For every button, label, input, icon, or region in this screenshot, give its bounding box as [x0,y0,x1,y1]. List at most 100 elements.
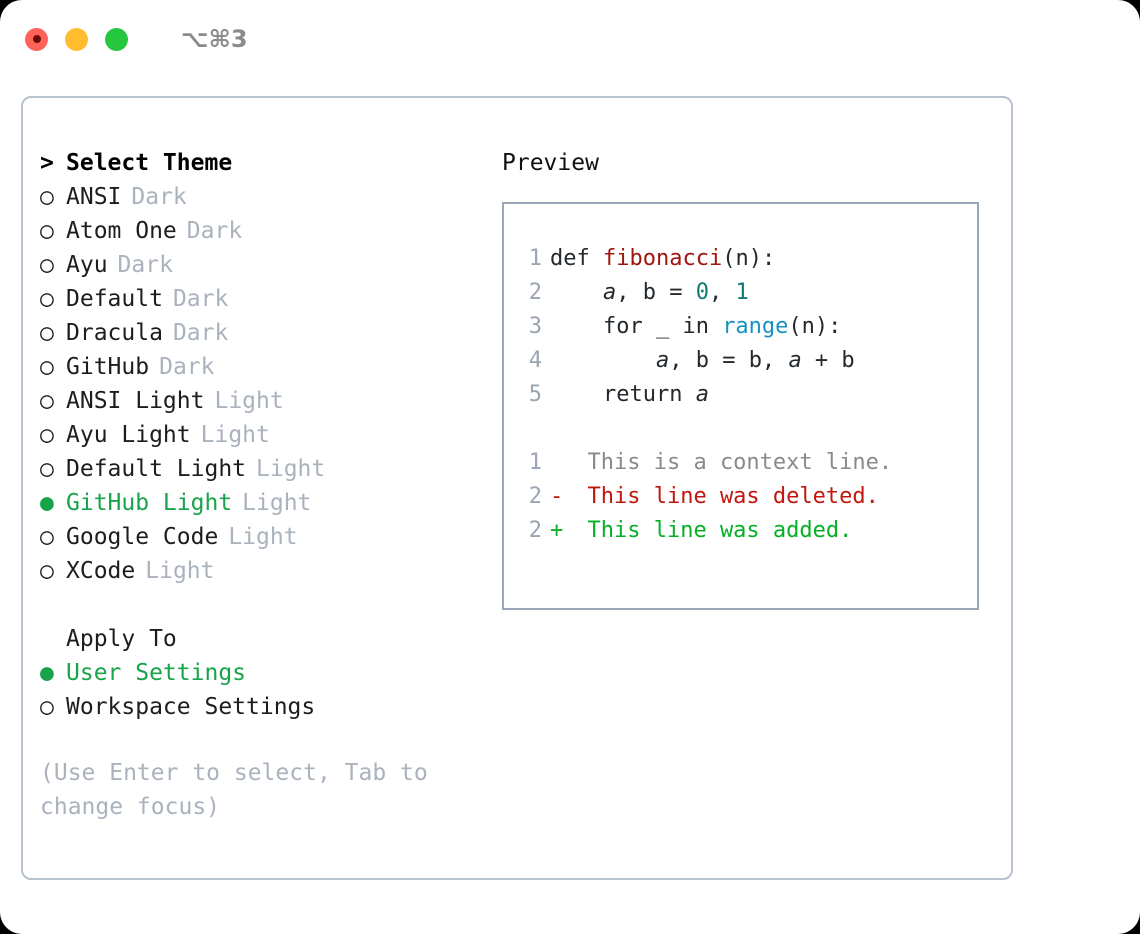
theme-list-item[interactable]: ○ Ayu Dark [40,248,480,282]
diff-marker: - [550,484,564,509]
line-number: 2 [528,280,542,305]
traffic-lights [25,27,128,51]
theme-kind-label: Light [200,422,270,448]
diff-line: 1 This is a context line. [518,446,971,480]
radio-unselected-icon: ○ [40,286,54,312]
apply-to-label: User Settings [66,660,247,686]
radio-selected-icon: ● [40,490,54,516]
radio-unselected-icon: ○ [40,354,54,380]
theme-list-item[interactable]: ○ ANSI Light Light [40,384,480,418]
theme-kind-label: Dark [159,354,215,380]
maximize-button-icon[interactable] [105,27,128,51]
code-token: a [602,280,617,305]
radio-unselected-icon: ○ [40,524,54,550]
code-token: 0 [695,280,709,305]
apply-to-heading: Apply To [66,626,177,652]
close-button-icon[interactable] [25,27,48,51]
line-number: 1 [528,246,542,271]
preview-title: Preview [502,150,599,176]
theme-kind-label: Dark [117,252,173,278]
radio-unselected-icon: ○ [40,422,54,448]
code-diff-gap [518,412,971,446]
diff-text: - This line was deleted. [550,484,879,509]
theme-name-label: GitHub Light [66,490,233,516]
apply-to-option[interactable]: ○ Workspace Settings [40,690,480,724]
code-token: = [655,280,696,305]
radio-selected-icon: ● [40,660,54,686]
theme-name-label: Ayu [66,252,108,278]
theme-name-label: Default [66,286,163,312]
theme-list-item[interactable]: ○ ANSI Dark [40,180,480,214]
code-token: , [616,280,643,305]
line-number: 2 [528,518,542,543]
theme-kind-label: Light [145,558,215,584]
theme-list-item[interactable]: ○ Google Code Light [40,520,480,554]
theme-list-item[interactable]: ○ XCode Light [40,554,480,588]
code-token: 1 [735,280,749,305]
code-token: (n): [788,314,842,339]
radio-unselected-icon: ○ [40,456,54,482]
diff-line: 2 + This line was added. [518,514,971,548]
theme-kind-label: Dark [172,286,229,312]
radio-unselected-icon: ○ [40,184,54,210]
theme-kind-label: Light [256,456,326,482]
theme-name-label: Ayu Light [66,422,191,448]
code-token: def [550,246,603,271]
code-token: , b = b, [669,348,789,373]
theme-kind-label: Dark [186,218,243,244]
code-line: 3 for _ in range(n): [518,310,971,344]
theme-list-item[interactable]: ○ Default Dark [40,282,480,316]
theme-name-label: ANSI Light [66,388,205,414]
select-theme-heading: > Select Theme [40,146,480,180]
code-token: + b [801,348,855,373]
apply-to-label: Workspace Settings [66,694,316,720]
line-number: 4 [528,348,542,373]
apply-to-option[interactable]: ● User Settings [40,656,480,690]
caret-icon: > [40,150,54,176]
theme-list-item[interactable]: ○ Ayu Light Light [40,418,480,452]
theme-kind-label: Light [242,490,312,516]
code-token: range [722,314,789,339]
radio-unselected-icon: ○ [40,694,54,720]
theme-kind-label: Light [214,388,284,414]
theme-name-label: XCode [66,558,136,584]
code-token: b [642,280,656,305]
theme-kind-label: Dark [131,184,187,210]
diff-block: 1 This is a context line. 2 - This line wa… [518,446,971,548]
theme-name-label: Google Code [66,524,219,550]
code-token [550,280,603,305]
code-line: 4 a, b = b, a + b [518,344,971,378]
select-theme-title: Select Theme [66,150,233,176]
radio-unselected-icon: ○ [40,252,54,278]
minimize-button-icon[interactable] [65,27,88,51]
code-token: return [550,382,696,407]
code-token: (n): [722,246,776,271]
radio-unselected-icon: ○ [40,558,54,584]
diff-marker: + [550,518,564,543]
theme-list-item[interactable]: ● GitHub Light Light [40,486,480,520]
diff-marker [550,446,561,480]
radio-unselected-icon: ○ [40,388,54,414]
line-number: 3 [528,314,542,339]
diff-text: + This line was added. [550,518,852,543]
theme-kind-label: Light [228,524,298,550]
code-token: for _ in [550,314,723,339]
code-token: a [788,348,802,373]
code-token [550,348,656,373]
hint-spacer [40,724,480,756]
title-bar: ⌥⌘3 [0,0,1140,78]
code-token: a [655,348,670,373]
theme-name-label: ANSI [66,184,122,210]
theme-name-label: Atom One [66,218,177,244]
